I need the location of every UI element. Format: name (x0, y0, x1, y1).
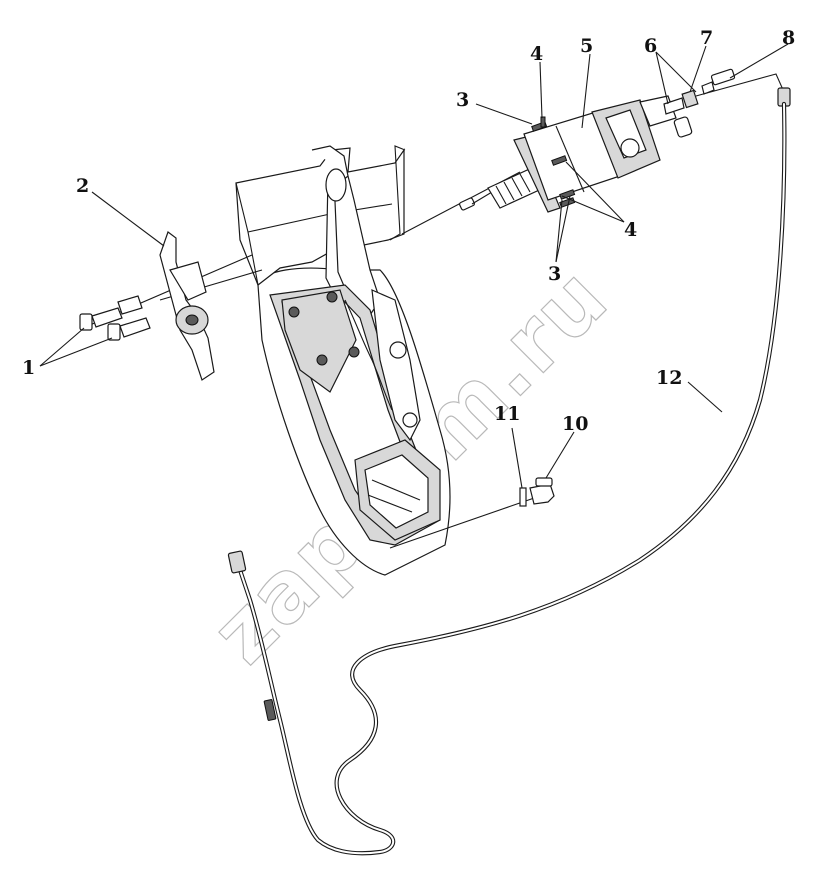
callout-12: 12 (656, 367, 682, 389)
callout-8: 8 (782, 27, 795, 49)
callout-7: 7 (700, 27, 713, 49)
pedal-bracket-assembly (235, 145, 451, 576)
callout-4-lower: 4 (624, 219, 637, 241)
callout-5: 5 (580, 35, 593, 57)
pin-and-clip (389, 477, 555, 549)
callout-1: 1 (22, 357, 35, 379)
lever-and-bolts (79, 231, 263, 381)
hydraulic-hose (227, 101, 787, 856)
callout-4-upper: 4 (530, 43, 543, 65)
callout-11: 11 (494, 403, 520, 425)
callout-6: 6 (644, 35, 657, 57)
callout-2: 2 (76, 175, 89, 197)
master-cylinder-assembly (389, 68, 791, 241)
callout-10: 10 (562, 413, 588, 435)
callout-3-upper: 3 (456, 89, 469, 111)
callouts: 1 2 3 4 5 6 7 8 3 4 11 10 12 (22, 27, 795, 435)
leader-lines (39, 43, 789, 489)
callout-3-lower: 3 (548, 263, 561, 285)
